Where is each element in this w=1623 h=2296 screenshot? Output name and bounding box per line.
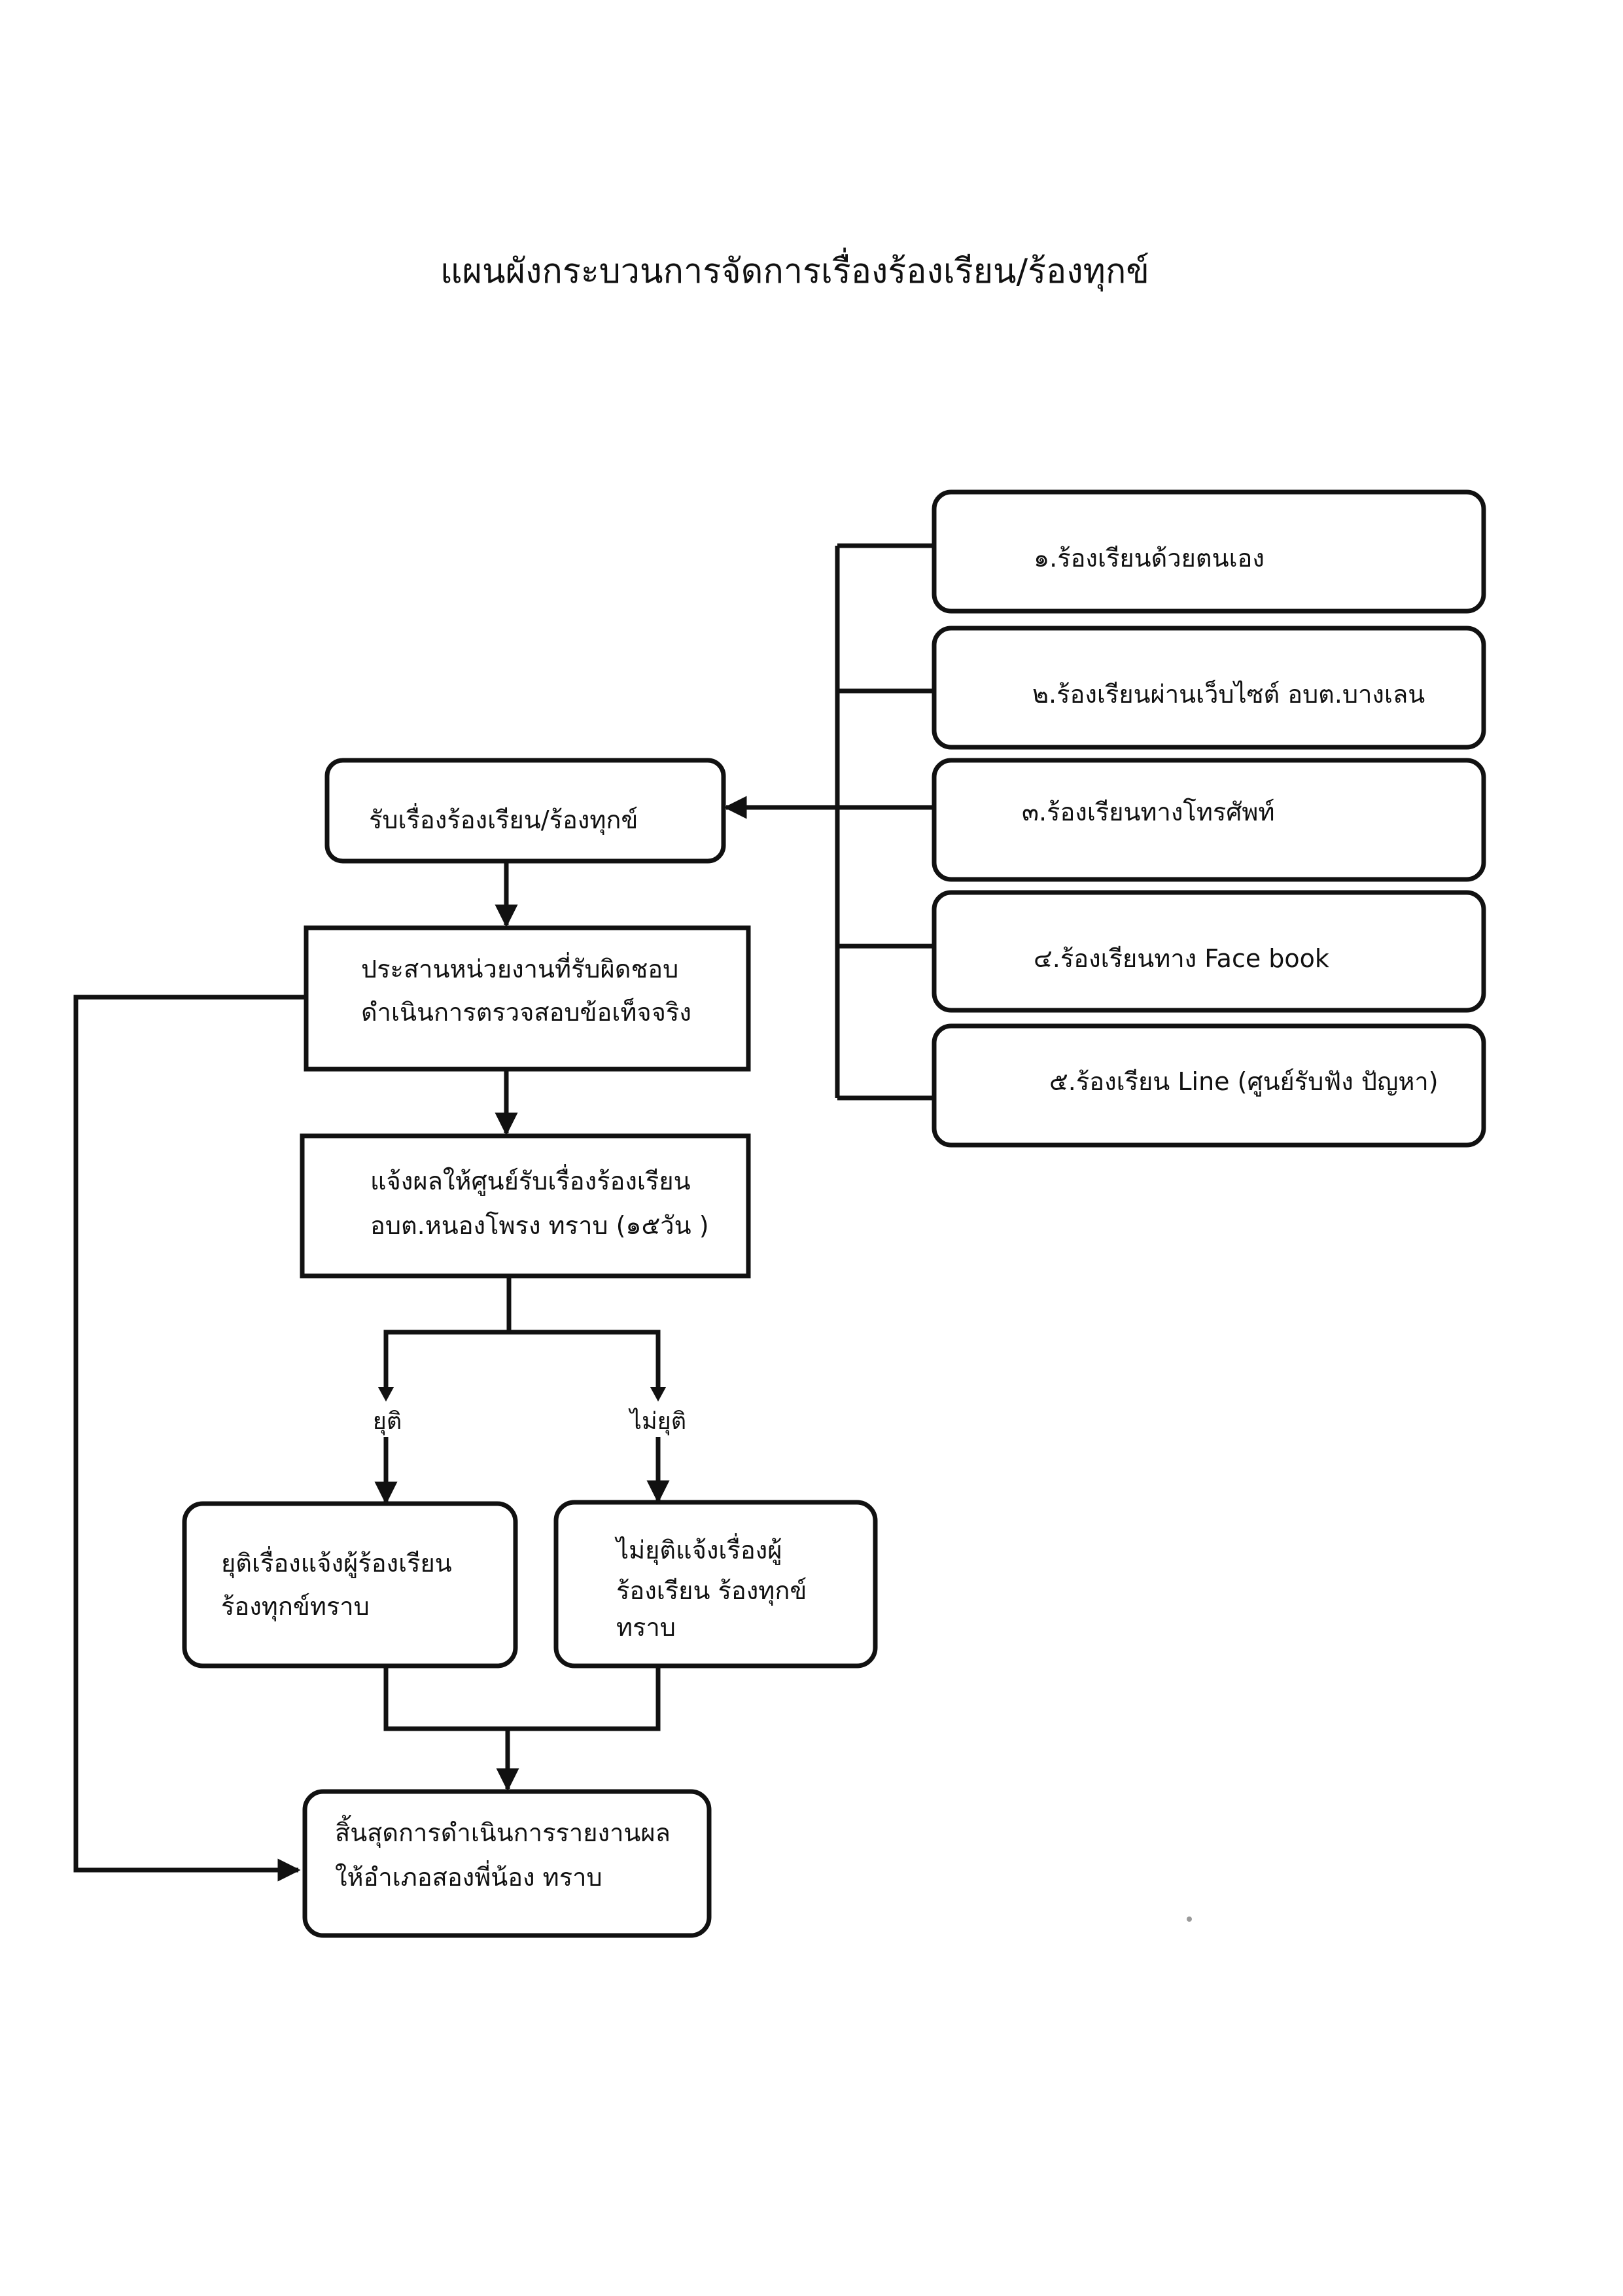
diagram-title: แผนผังกระบวนการจัดการเรื่องร้องเรียน/ร้อ… — [440, 247, 1149, 292]
coordinate-box — [304, 925, 751, 1072]
unresolved-line-3: ทราบ — [616, 1613, 676, 1642]
merge-connectors — [73, 995, 661, 1882]
channel-box-5 — [932, 1023, 1486, 1148]
resolved-line-2: ร้องทุกข์ทราบ — [221, 1592, 370, 1621]
split-connector — [383, 1276, 512, 1392]
split-arrowhead-right — [650, 1387, 666, 1402]
resolved-line-1: ยุติเรื่องแจ้งผู้ร้องเรียน — [221, 1546, 452, 1578]
receive-label: รับเรื่องร้องเรียน/ร้องทุกข์ — [369, 803, 638, 835]
channel-box-4 — [932, 890, 1486, 1013]
channel-label-3: ๓.ร้องเรียนทางโทรศัพท์ — [1022, 798, 1275, 826]
end-line-2: ให้อำเภอสองพี่น้อง ทราบ — [335, 1860, 602, 1892]
split-connector-right — [509, 1330, 661, 1392]
resolved-box — [182, 1501, 518, 1669]
channel-boxes — [932, 489, 1486, 1148]
channel-label-5: ๕.ร้องเรียน Line (ศูนย์รับฟัง ปัญหา) — [1049, 1067, 1439, 1097]
merge-line — [383, 1666, 661, 1731]
channel-labels: ๑.ร้องเรียนด้วยตนเอง ๒.ร้องเรียนผ่านเว็บ… — [1022, 544, 1439, 1097]
unresolved-line-1: ไม่ยุติแจ้งเรื่องผู้ — [614, 1533, 782, 1565]
branch-label-resolved: ยุติ — [373, 1408, 402, 1436]
unresolved-box — [553, 1500, 878, 1669]
notify-line-1: แจ้งผลให้ศูนย์รับเรื่องร้องเรียน — [370, 1164, 691, 1196]
channel-box-3 — [932, 758, 1486, 882]
notify-line-2: อบต.หนองโพรง ทราบ (๑๕วัน ) — [370, 1211, 709, 1240]
channel-box-2 — [932, 626, 1486, 750]
coordinate-line-2: ดำเนินการตรวจสอบข้อเท็จจริง — [361, 997, 691, 1027]
unresolved-line-2: ร้องเรียน ร้องทุกข์ — [616, 1576, 807, 1606]
split-arrowheads — [378, 1387, 666, 1402]
channel-label-2: ๒.ร้องเรียนผ่านเว็บไซต์ อบต.บางเลน — [1032, 679, 1425, 709]
coordinate-line-1: ประสานหน่วยงานที่รับผิดชอบ — [361, 952, 678, 983]
channel-label-4: ๔.ร้องเรียนทาง Face book — [1034, 944, 1329, 973]
end-box — [302, 1789, 712, 1938]
channel-label-1: ๑.ร้องเรียนด้วยตนเอง — [1034, 544, 1265, 573]
main-flow-arrows — [374, 861, 670, 1505]
notify-box — [300, 1133, 751, 1279]
bypass-line — [73, 995, 306, 1882]
scan-speck — [1187, 1916, 1192, 1922]
end-line-1: สิ้นสุดการดำเนินการรายงานผล — [335, 1814, 671, 1848]
split-arrowhead-left — [378, 1387, 394, 1402]
branch-label-unresolved: ไม่ยุติ — [628, 1407, 686, 1436]
receive-box — [324, 758, 726, 864]
channel-connectors — [724, 543, 934, 1101]
channel-box-1 — [932, 489, 1486, 614]
